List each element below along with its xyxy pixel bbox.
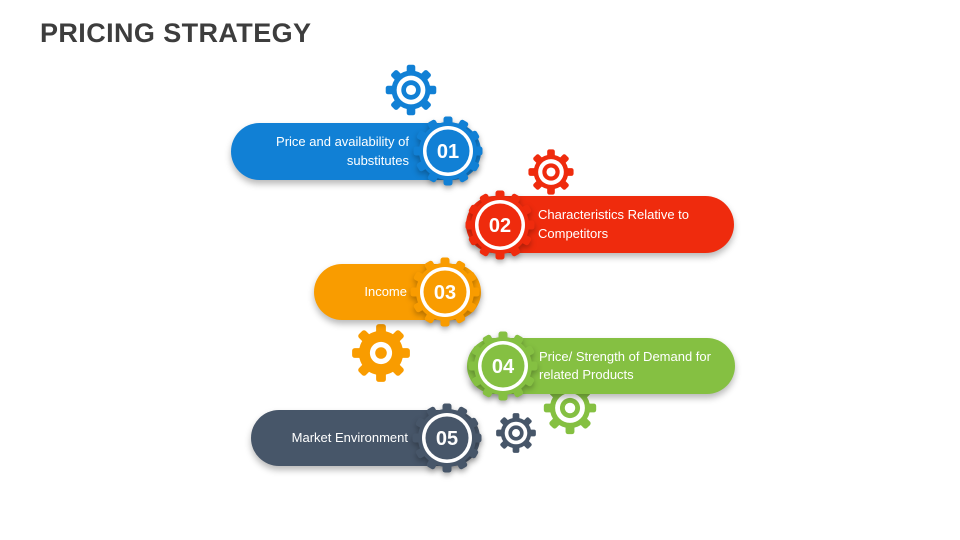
gear-number-badge-02: 02 [465,190,535,260]
item-label-02: Characteristics Relative to Competitors [538,207,689,241]
gear-number-badge-04: 04 [468,331,538,401]
badge-number-04: 04 [492,356,515,378]
badge-number-05: 05 [436,428,458,450]
item-label-05: Market Environment [291,429,408,445]
green-gear-icon [543,381,597,435]
item-label-01: Price and availability of substitutes [276,134,409,168]
gear-number-badge-05: 05 [412,403,482,473]
badge-number-01: 01 [437,141,459,163]
item-label-04: Price/ Strength of Demand for related Pr… [539,348,711,382]
red-gear-icon [528,149,574,195]
orange-gear-icon [352,324,410,382]
gear-number-badge-03: 03 [410,257,480,327]
gear-number-badge-01: 01 [413,116,483,186]
blue-gear-icon [385,64,437,116]
slate-gear-icon [496,413,536,453]
badge-number-02: 02 [489,215,511,237]
badge-number-03: 03 [434,282,456,304]
item-label-03: Income [364,283,407,299]
page-title: PRICING STRATEGY [40,18,312,48]
